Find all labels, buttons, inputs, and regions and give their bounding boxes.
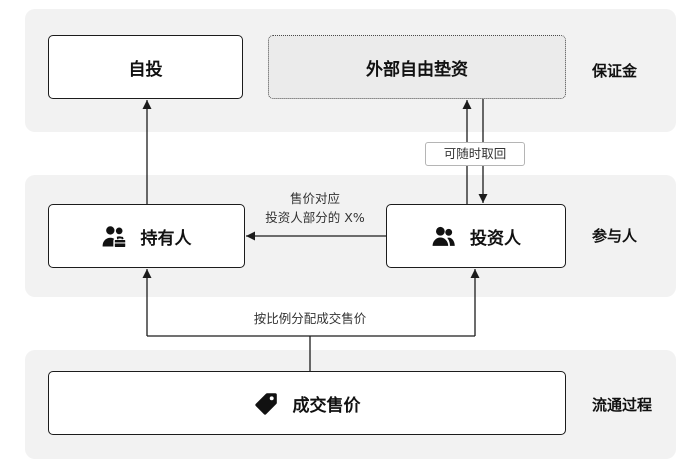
- users-briefcase-icon: [102, 224, 127, 249]
- node-transaction-price: 成交售价: [48, 371, 566, 435]
- tag-icon: [254, 391, 279, 416]
- investor-share-label-line1: 售价对应: [289, 191, 340, 206]
- node-external-funding: 外部自由垫资: [268, 35, 566, 99]
- users-icon: [431, 224, 456, 249]
- node-holder-label: 持有人: [140, 228, 192, 249]
- node-self-investment: 自投: [48, 35, 243, 99]
- withdraw-edge-label: 可随时取回: [425, 142, 525, 166]
- withdraw-edge-label-text: 可随时取回: [443, 146, 507, 161]
- node-transaction-price-label: 成交售价: [292, 395, 361, 416]
- node-investor-label: 投资人: [470, 228, 521, 249]
- distribute-edge-label-text: 按比例分配成交售价: [253, 311, 367, 326]
- node-investor: 投资人: [386, 204, 566, 268]
- investor-share-edge-label: 售价对应 投资人部分的 X%: [250, 189, 380, 227]
- band-label-deposit: 保证金: [592, 61, 638, 80]
- node-holder: 持有人: [48, 204, 245, 268]
- investor-share-label-line2: 投资人部分的 X%: [265, 210, 365, 225]
- distribute-edge-label: 按比例分配成交售价: [240, 309, 380, 328]
- band-label-participants: 参与人: [592, 227, 638, 245]
- band-label-circulation: 流通过程: [592, 395, 653, 414]
- node-self-investment-label: 自投: [128, 59, 163, 80]
- node-external-funding-label: 外部自由垫资: [366, 59, 468, 80]
